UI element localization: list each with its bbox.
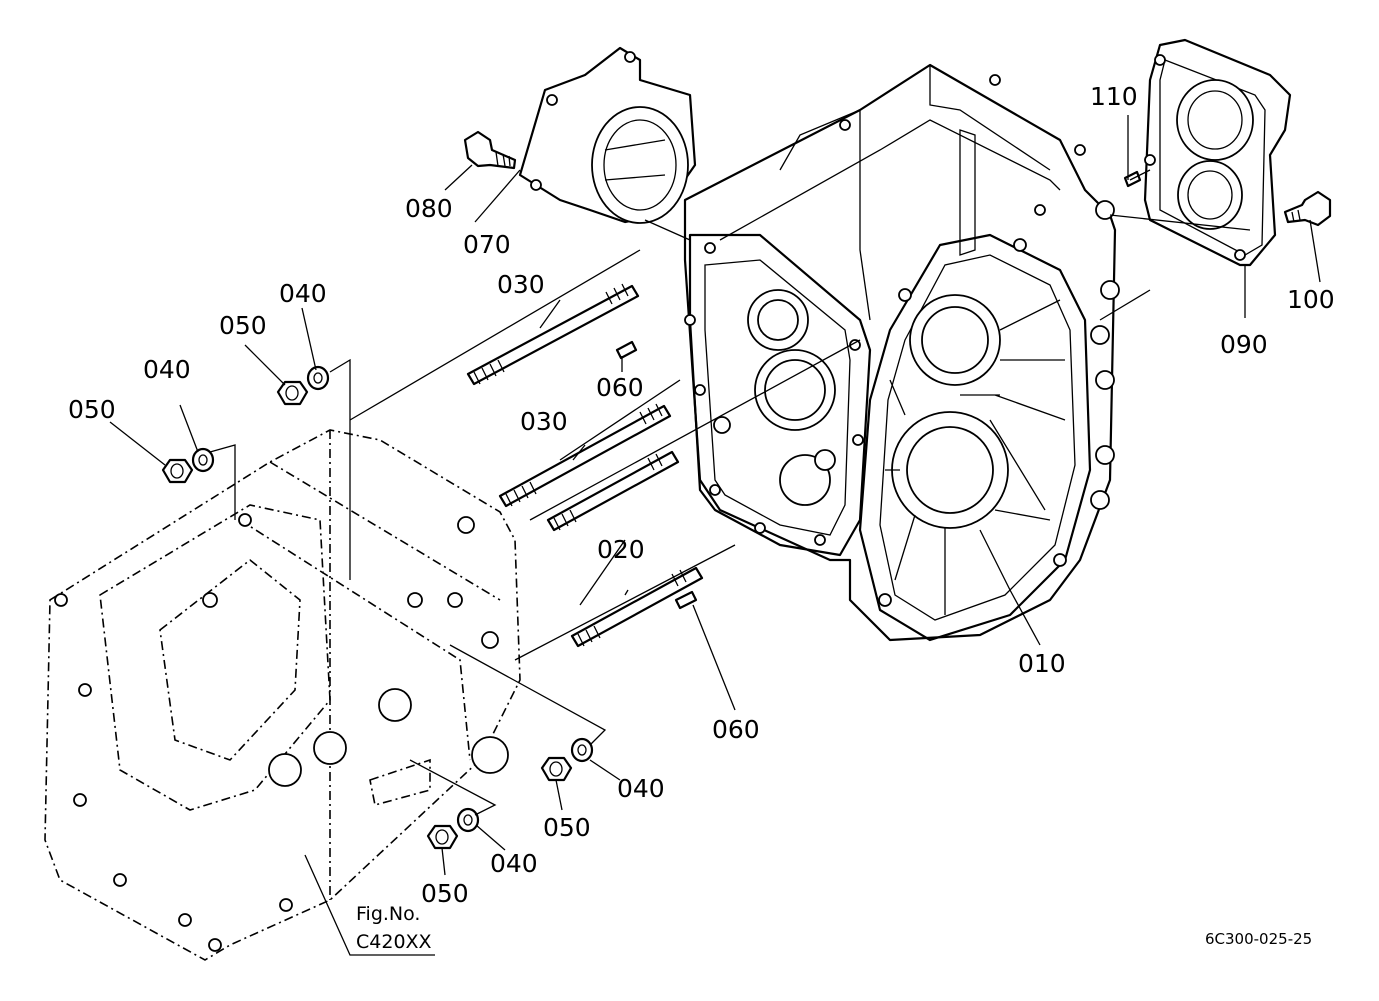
figure-reference: Fig.No. C420XX: [356, 903, 432, 953]
label-040-c: 040: [617, 774, 665, 803]
stud-030-lower: [498, 403, 672, 508]
bolt-100: [1283, 190, 1332, 227]
label-030-lower: 030: [520, 407, 568, 436]
label-060-lower: 060: [712, 715, 760, 744]
label-020: 020: [597, 535, 645, 564]
nut-050-a: [161, 458, 194, 484]
label-050-b: 050: [219, 311, 267, 340]
label-040-b: 040: [279, 279, 327, 308]
pin-110: [1123, 170, 1142, 188]
stud-020-lower: [570, 566, 704, 648]
washer-040-c: [570, 737, 594, 763]
label-070: 070: [463, 230, 511, 259]
label-100: 100: [1287, 285, 1335, 314]
label-050-c: 050: [543, 813, 591, 842]
label-040-d: 040: [490, 849, 538, 878]
washer-040-d: [456, 807, 480, 833]
bolt-080: [463, 130, 517, 170]
drawing-code: 6C300-025-25: [1205, 930, 1312, 948]
bearing-housing-070: [518, 46, 697, 224]
assembly-lines: [209, 169, 1251, 816]
rear-cover-090: [1143, 38, 1292, 267]
label-040-a: 040: [143, 355, 191, 384]
callout-leaders: [109, 115, 1321, 956]
dowel-pin-060-upper: [615, 340, 638, 360]
dowel-pin-060-lower: [674, 590, 698, 610]
label-050-a: 050: [68, 395, 116, 424]
stud-020-upper: [546, 450, 680, 532]
label-010: 010: [1018, 649, 1066, 678]
nut-050-c: [540, 756, 573, 782]
label-090: 090: [1220, 330, 1268, 359]
nut-050-d: [426, 824, 459, 850]
label-030-upper: 030: [497, 270, 545, 299]
washer-040-a: [191, 447, 215, 473]
nut-050-b: [276, 380, 309, 406]
washer-040-b: [306, 365, 330, 391]
front-case-reference: [44, 429, 521, 961]
transmission-case-010: [683, 63, 1120, 642]
figure-ref-line2: C420XX: [356, 931, 432, 953]
figure-ref-line1: Fig.No.: [356, 903, 420, 925]
callout-labels: 010 020 030 030 040 040 040 040 050 050 …: [68, 82, 1335, 908]
label-080: 080: [405, 194, 453, 223]
label-060-upper: 060: [596, 373, 644, 402]
stud-030-upper: [466, 283, 640, 386]
label-110: 110: [1090, 82, 1138, 111]
label-050-d: 050: [421, 879, 469, 908]
